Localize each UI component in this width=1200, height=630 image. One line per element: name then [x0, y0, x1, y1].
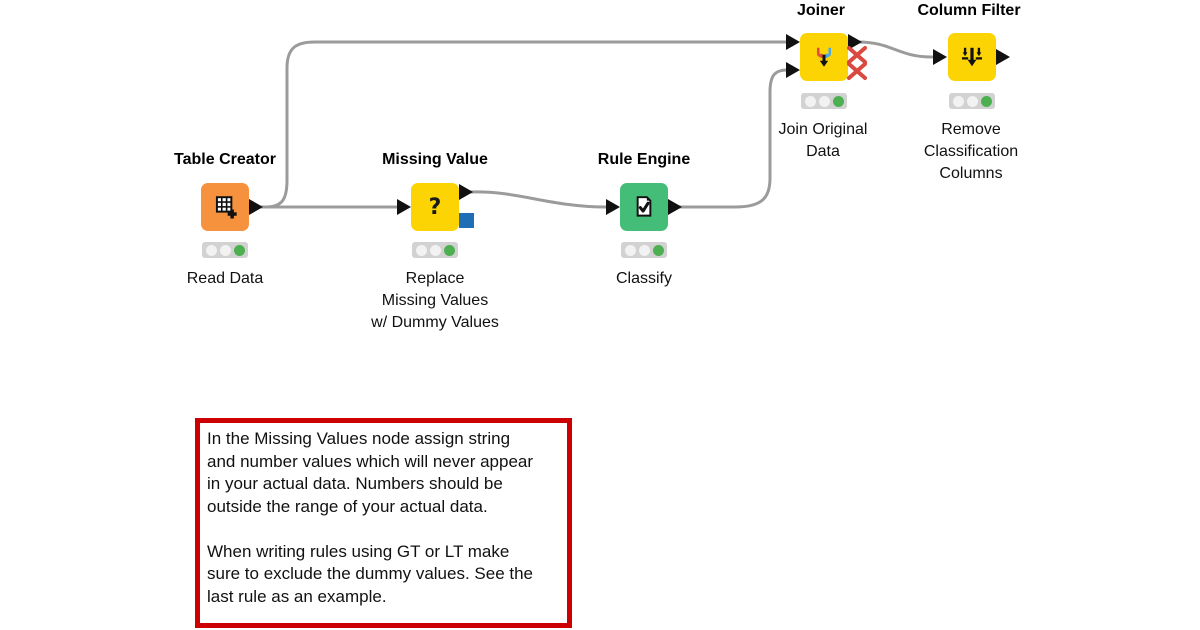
- status-lights-rule-engine: [621, 242, 667, 258]
- annotation-line: In the Missing Values node assign string: [207, 429, 511, 448]
- status-dot: [804, 95, 816, 107]
- status-lights-missing-value: [412, 242, 458, 258]
- node-title-joiner: Joiner: [796, 2, 846, 19]
- status-lights-table-creator: [202, 242, 248, 258]
- status-dot: [966, 95, 978, 107]
- status-dot: [624, 244, 636, 256]
- input-port-column-filter[interactable]: [933, 49, 947, 65]
- annotation-line: and number values which will never appea…: [207, 451, 534, 471]
- output-port-table-creator[interactable]: [249, 199, 263, 215]
- status-dot: [429, 244, 441, 256]
- status-dot: [415, 244, 427, 256]
- node-title-missing-value: Missing Value: [382, 151, 488, 168]
- annotation-line: outside the range of your actual data.: [207, 496, 488, 516]
- input-port-rule-engine[interactable]: [606, 199, 620, 215]
- wire-table-creator-to-joiner[interactable]: [256, 40, 789, 209]
- input-port-joiner-top[interactable]: [786, 34, 800, 50]
- document-check-icon: [636, 196, 652, 217]
- inactive-output-ports-x-icon: [847, 46, 867, 80]
- node-label-read-data: Read Data: [186, 270, 264, 287]
- filter-columns-icon: [961, 47, 983, 67]
- wire-joiner-to-column-filter[interactable]: [856, 40, 934, 59]
- node-title-table-creator: Table Creator: [174, 151, 276, 168]
- status-lights-column-filter: [949, 93, 995, 109]
- node-label-remove-classification-columns: Remove Classification Columns: [923, 121, 1019, 182]
- output-port-column-filter[interactable]: [996, 49, 1010, 65]
- node-title-rule-engine: Rule Engine: [597, 151, 691, 168]
- status-dot-green: [832, 95, 844, 107]
- question-mark-icon: ?: [429, 195, 442, 220]
- workflow-annotation-box[interactable]: In the Missing Values node assign string…: [195, 418, 572, 628]
- node-label-join-original-data: Join Original Data: [778, 121, 868, 160]
- join-arrows-icon: [816, 47, 832, 67]
- annotation-line: [207, 518, 567, 541]
- node-title-column-filter: Column Filter: [917, 2, 1021, 19]
- wire-missing-value-to-rule-engine[interactable]: [468, 190, 608, 209]
- output-port-missing-value-pmml[interactable]: [459, 213, 474, 228]
- table-plus-icon: [215, 196, 237, 219]
- node-rule-engine[interactable]: [620, 183, 668, 231]
- status-dot-green: [980, 95, 992, 107]
- output-port-missing-value-data[interactable]: [459, 184, 473, 200]
- node-table-creator[interactable]: [201, 183, 249, 231]
- status-lights-joiner: [801, 93, 847, 109]
- node-label-classify: Classify: [615, 270, 673, 287]
- status-dot-green: [443, 244, 455, 256]
- status-dot: [818, 95, 830, 107]
- status-dot: [219, 244, 231, 256]
- svg-text:?: ?: [429, 195, 442, 220]
- status-dot-green: [652, 244, 664, 256]
- output-port-rule-engine[interactable]: [668, 199, 682, 215]
- node-missing-value[interactable]: ?: [411, 183, 459, 231]
- annotation-line: When writing rules using GT or LT make: [207, 541, 510, 561]
- node-column-filter[interactable]: [948, 33, 996, 81]
- status-dot: [952, 95, 964, 107]
- wire-rule-engine-to-joiner[interactable]: [668, 68, 789, 209]
- annotation-line: last rule as an example.: [207, 586, 387, 606]
- node-label-replace-missing-values: Replace Missing Values w/ Dummy Values: [371, 270, 499, 331]
- node-joiner[interactable]: [800, 33, 848, 81]
- annotation-line: sure to exclude the dummy values. See th…: [207, 564, 534, 583]
- input-port-joiner-bottom[interactable]: [786, 62, 800, 78]
- output-port-joiner-joined[interactable]: [848, 34, 862, 50]
- annotation-line: in your actual data. Numbers should be: [207, 474, 503, 493]
- status-dot-green: [233, 244, 245, 256]
- status-dot: [205, 244, 217, 256]
- input-port-missing-value[interactable]: [397, 199, 411, 215]
- status-dot: [638, 244, 650, 256]
